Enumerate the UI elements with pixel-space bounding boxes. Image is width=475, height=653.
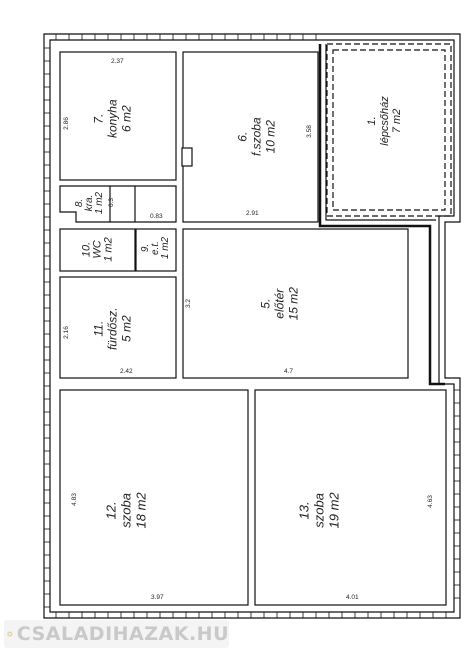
dim-entry-side: 3.2 bbox=[185, 298, 193, 309]
dim-room13-bottom: 4.01 bbox=[346, 594, 359, 601]
room-13 bbox=[254, 389, 447, 606]
room-label-11: 11.fürdősz.5 m2 bbox=[91, 307, 133, 351]
dim-kra-side: 0.3 bbox=[108, 197, 116, 208]
watermark: CSALADIHAZAK.HU bbox=[4, 620, 229, 648]
dim-entry-bottom: 4.7 bbox=[284, 368, 294, 375]
room-12 bbox=[59, 389, 249, 606]
wall-ticks bbox=[44, 34, 460, 618]
kitchen-room bbox=[59, 51, 177, 181]
wc-room bbox=[59, 228, 136, 272]
dim-kitchen-top: 2.37 bbox=[111, 58, 124, 65]
hall-room bbox=[182, 228, 409, 379]
bathroom bbox=[59, 276, 177, 379]
dim-room12-bottom: 3.97 bbox=[151, 594, 164, 601]
dim-room13-side: 4.63 bbox=[426, 495, 434, 508]
dim-kitchen-side: 2.86 bbox=[62, 117, 70, 130]
house-logo-icon bbox=[7, 631, 13, 637]
dim-kra-bottom: 0.83 bbox=[150, 213, 163, 220]
wall bbox=[318, 44, 445, 386]
staircase-outline bbox=[326, 43, 452, 217]
room-label-8: 8.kra.1 m2 bbox=[74, 191, 105, 215]
dim-bath-bottom: 2.42 bbox=[120, 368, 133, 375]
room-label-9: 9.e.t.1 m2 bbox=[140, 236, 171, 260]
dim-room6-side: 3.58 bbox=[305, 125, 313, 138]
watermark-text: CSALADIHAZAK.HU bbox=[16, 623, 229, 645]
pantry-room bbox=[59, 185, 177, 223]
dim-room6-bottom: 2.91 bbox=[246, 210, 259, 217]
closet-room bbox=[135, 228, 177, 272]
small-room bbox=[182, 51, 319, 223]
dim-room12-side: 4.83 bbox=[70, 493, 78, 506]
dim-bath-side: 2.16 bbox=[62, 326, 70, 339]
outer-wall bbox=[43, 33, 461, 619]
